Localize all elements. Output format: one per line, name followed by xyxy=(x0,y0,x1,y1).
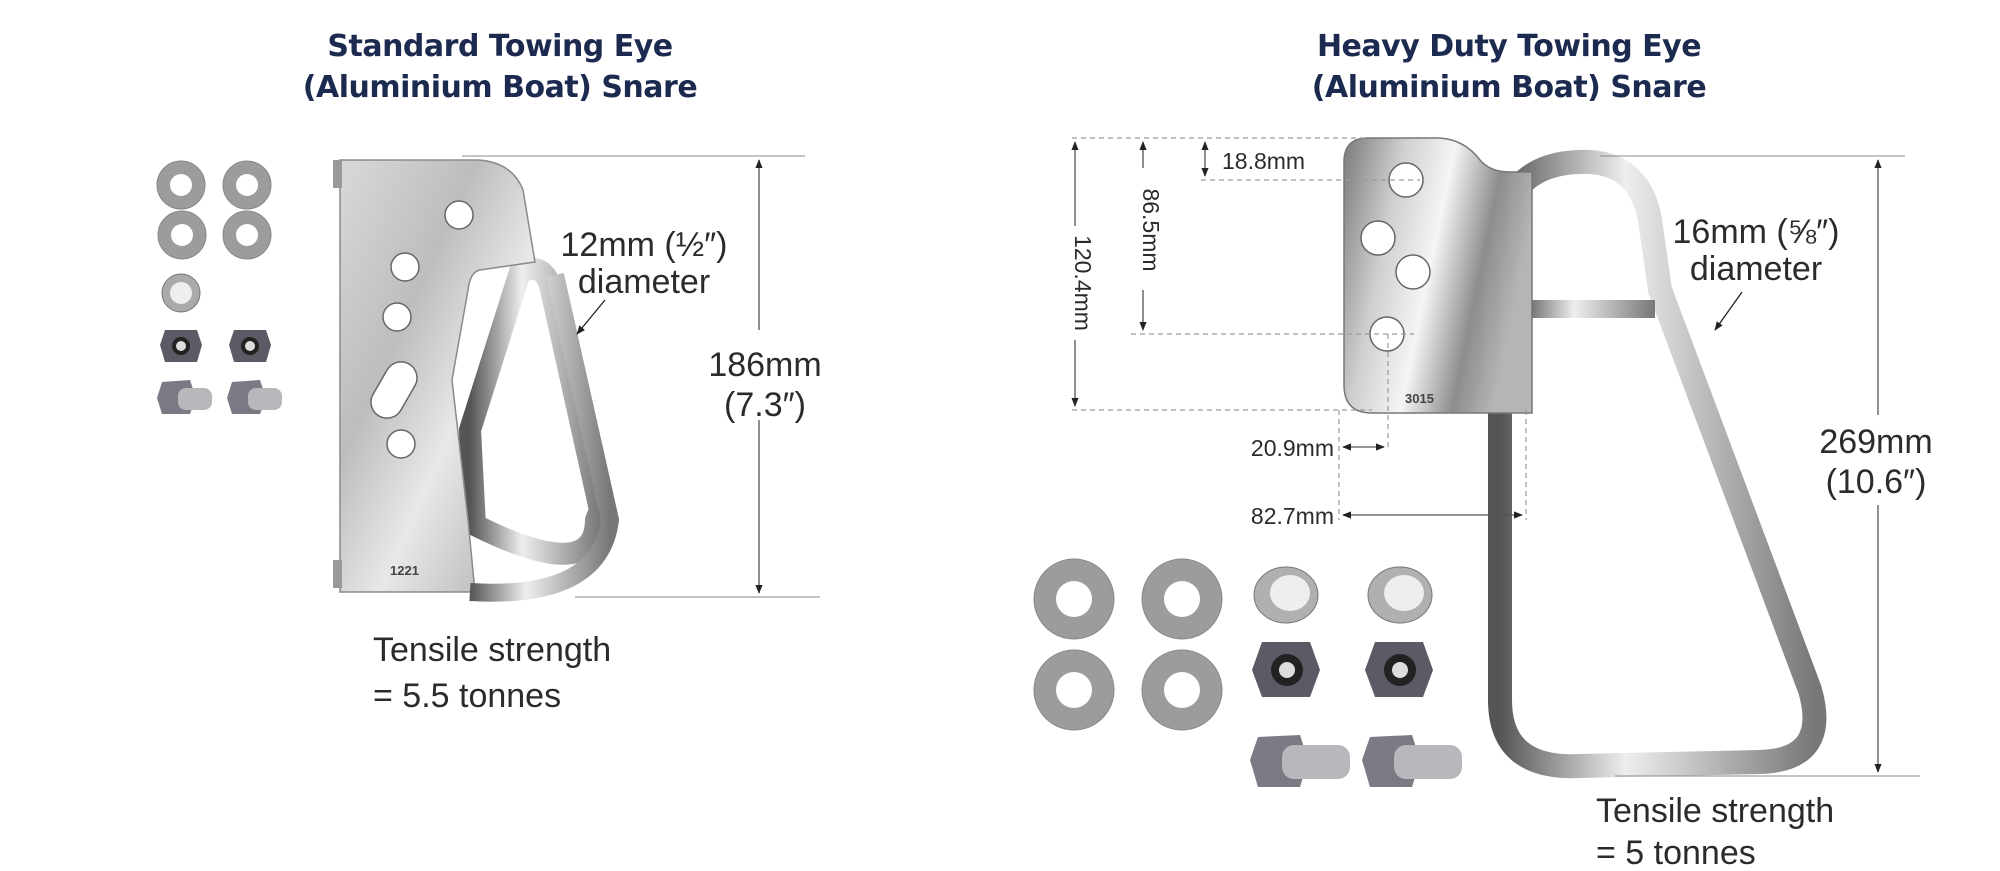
standard-height-mm: 186mm xyxy=(708,346,821,384)
heavy-duty-tensile-label: Tensile strength xyxy=(1596,792,1834,830)
heavy-duty-rod-label: diameter xyxy=(1690,250,1822,288)
heavy-duty-title-line1: Heavy Duty Towing Eye xyxy=(1317,29,1701,64)
standard-towing-eye-image: 1221 xyxy=(333,159,620,602)
standard-height-in: (7.3″) xyxy=(724,386,806,424)
heavy-duty-dim-plate-width: 82.7mm xyxy=(1251,503,1334,529)
standard-tensile-label: Tensile strength xyxy=(373,631,611,669)
standard-tensile-value: = 5.5 tonnes xyxy=(373,677,561,715)
heavy-duty-tensile-value: = 5 tonnes xyxy=(1596,834,1756,871)
heavy-duty-rod-size: 16mm (⅝″) xyxy=(1673,213,1840,251)
standard-part-stamp: 1221 xyxy=(390,563,419,578)
heavy-duty-dim-top-hole: 18.8mm xyxy=(1222,148,1305,174)
standard-rod-size: 12mm (½″) xyxy=(561,226,728,264)
heavy-duty-dim-hole-offset: 20.9mm xyxy=(1251,435,1334,461)
standard-hardware-kit xyxy=(156,160,282,414)
heavy-duty-plate-dimensions xyxy=(1071,137,1527,520)
heavy-duty-height-mm: 269mm xyxy=(1819,423,1932,461)
standard-rod-label: diameter xyxy=(578,263,710,301)
heavy-duty-dim-plate-height: 120.4mm xyxy=(1070,235,1096,331)
heavy-duty-hardware-kit xyxy=(1033,558,1462,787)
standard-title-line1: Standard Towing Eye xyxy=(327,29,672,64)
heavy-duty-height-in: (10.6″) xyxy=(1826,463,1927,501)
heavy-duty-rod-pointer-arrow xyxy=(1714,291,1743,331)
heavy-duty-part-stamp: 3015 xyxy=(1405,391,1434,406)
heavy-duty-title-line2: (Aluminium Boat) Snare xyxy=(1312,70,1706,105)
standard-title-line2: (Aluminium Boat) Snare xyxy=(303,70,697,105)
standard-rod-pointer-arrow xyxy=(576,299,606,335)
heavy-duty-dim-hole-span: 86.5mm xyxy=(1138,188,1164,271)
